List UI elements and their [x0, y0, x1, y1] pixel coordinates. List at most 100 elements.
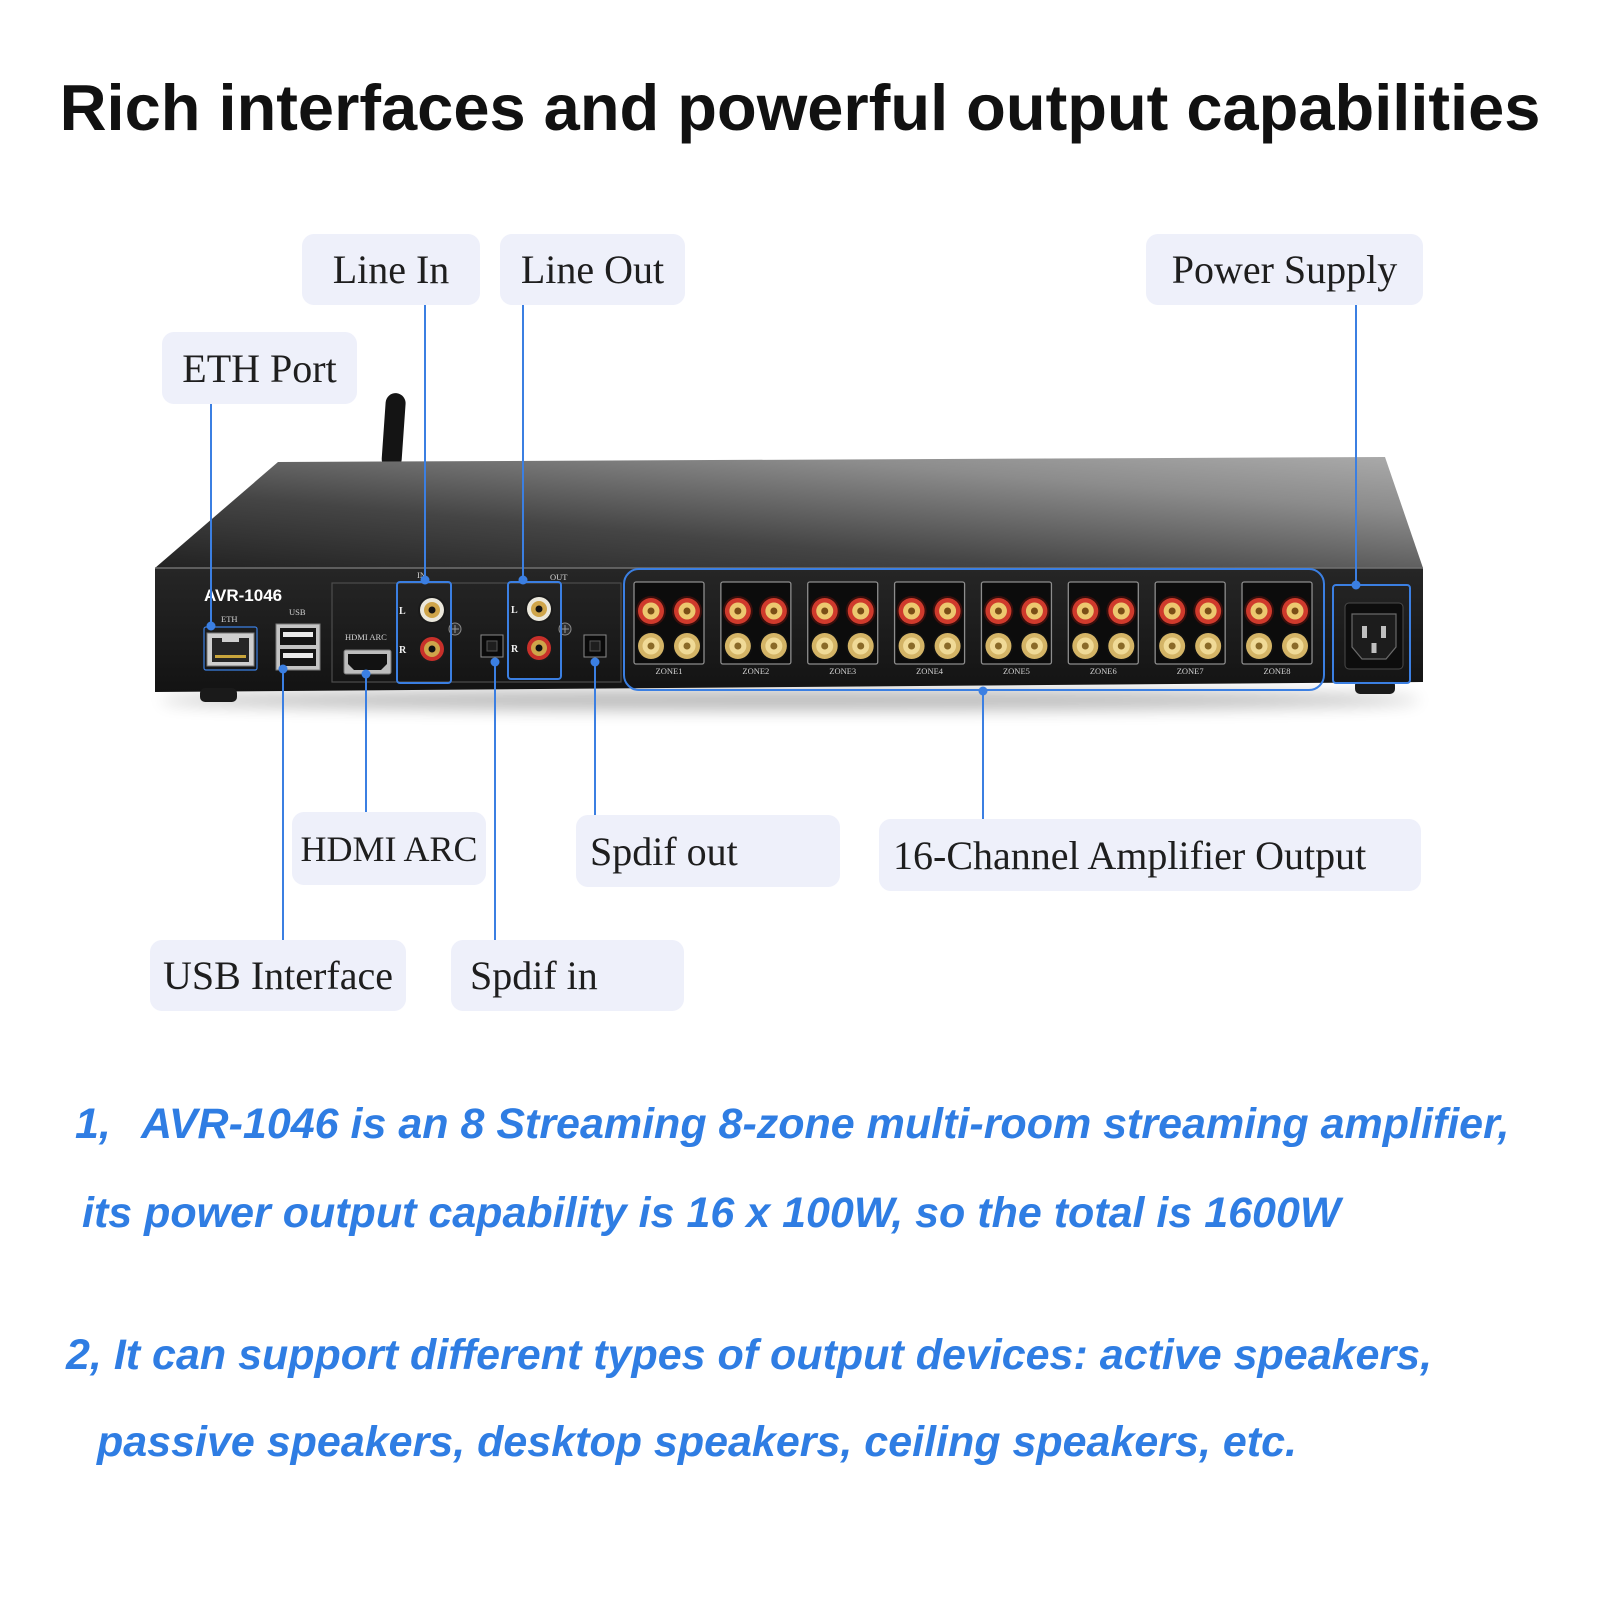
binding-post-red [896, 596, 927, 626]
dot-spdif-out [590, 657, 600, 667]
leader-dots [206, 575, 1361, 696]
zone-block: ZONE2 [720, 581, 792, 676]
zone-block: ZONE8 [1241, 581, 1313, 676]
binding-post-gold [636, 631, 666, 661]
rca-jack-out-left [525, 595, 553, 623]
rca-jack-out-right [525, 634, 553, 662]
out-left-label: L [511, 605, 518, 616]
feature-1-line-1: AVR-1046 is an 8 Streaming 8-zone multi-… [141, 1100, 1510, 1148]
callout-amp-output: 16-Channel Amplifier Output [879, 819, 1421, 891]
spdif-out-port [583, 634, 607, 658]
hdmi-port-label: HDMI ARC [345, 632, 387, 642]
dot-line-out [518, 575, 528, 585]
zone-label: ZONE6 [1090, 666, 1117, 676]
frame-power [1332, 584, 1411, 684]
zone-label: ZONE5 [1003, 666, 1030, 676]
callout-eth-port: ETH Port [162, 332, 357, 404]
dot-amp-output [978, 686, 988, 696]
binding-post-gold [932, 631, 963, 661]
binding-post-gold [1244, 631, 1275, 661]
callout-leaders [210, 305, 1357, 940]
line-in-label: IN [417, 570, 426, 580]
zone-label: ZONE7 [1177, 666, 1204, 676]
dot-spdif-in [490, 657, 500, 667]
zone-block: ZONE6 [1067, 581, 1139, 676]
usb-port-label: USB [289, 607, 306, 617]
eth-port [206, 632, 255, 667]
binding-post-red [932, 596, 963, 626]
dot-usb [278, 664, 288, 674]
feature-2-line-1: 2, It can support different types of out… [66, 1329, 1432, 1381]
model-label: AVR-1046 [204, 586, 282, 605]
hdmi-port [343, 649, 392, 675]
binding-post-red [1070, 596, 1101, 626]
zone-label: ZONE8 [1264, 666, 1291, 676]
zone-block: ZONE7 [1154, 581, 1226, 676]
eth-port-label: ETH [221, 614, 238, 624]
usb-ports [275, 623, 321, 671]
dot-hdmi [361, 669, 371, 679]
rca-jack-in-left [418, 596, 446, 624]
binding-post-gold [1106, 631, 1137, 661]
feature-1-number: 1, [75, 1100, 111, 1148]
line-out-label: OUT [550, 572, 568, 582]
frame-line-out [507, 581, 562, 680]
binding-post-gold [1157, 631, 1188, 661]
rca-jack-in-right [418, 635, 446, 663]
zone-block: ZONE4 [893, 581, 966, 676]
binding-post-red [636, 596, 666, 626]
zone-block: ZONE5 [980, 581, 1053, 676]
binding-post-gold [1280, 631, 1311, 661]
binding-post-gold [983, 631, 1014, 661]
dot-eth [206, 621, 216, 631]
out-right-label: R [511, 644, 519, 655]
highlight-frames [203, 568, 1411, 691]
io-panel-outline [331, 582, 622, 683]
callout-spdif-in: Spdif in [451, 940, 684, 1011]
in-right-label: R [399, 645, 407, 656]
antenna [381, 393, 406, 470]
binding-post-gold [758, 631, 789, 661]
frame-eth [203, 626, 258, 671]
callout-hdmi-arc: HDMI ARC [292, 812, 486, 885]
feature-2-text: It can support different types of output… [113, 1331, 1433, 1379]
zone-label: ZONE3 [829, 666, 856, 676]
power-inlet [1344, 602, 1404, 670]
device-foot-left [200, 688, 237, 702]
zone-block: ZONE3 [807, 581, 879, 676]
device-shadow [160, 690, 1420, 710]
callout-usb-interface: USB Interface [150, 940, 406, 1011]
binding-post-red [1106, 596, 1137, 626]
binding-post-gold [1019, 631, 1050, 661]
callout-line-out: Line Out [500, 234, 685, 305]
callout-line-in: Line In [302, 234, 480, 305]
callout-power-supply: Power Supply [1146, 234, 1423, 305]
binding-post-red [672, 596, 702, 626]
zone-label: ZONE2 [742, 666, 769, 676]
feature-2-number: 2, [66, 1331, 102, 1379]
binding-post-gold [722, 631, 753, 661]
binding-post-red [1193, 596, 1224, 626]
binding-post-red [758, 596, 789, 626]
binding-post-gold [896, 631, 927, 661]
binding-post-red [1244, 596, 1275, 626]
dot-power [1351, 580, 1361, 590]
dot-line-in [420, 575, 430, 585]
zone-label: ZONE1 [656, 666, 683, 676]
spdif-in-port [480, 634, 504, 658]
binding-post-gold [809, 631, 840, 661]
feature-1-line-2: its power output capability is 16 x 100W… [82, 1189, 1341, 1237]
binding-post-red [809, 596, 840, 626]
binding-post-red [1019, 596, 1050, 626]
binding-post-red [1280, 596, 1311, 626]
binding-post-red [722, 596, 753, 626]
binding-post-red [845, 596, 876, 626]
binding-post-gold [845, 631, 876, 661]
callout-spdif-out: Spdif out [576, 815, 840, 887]
in-left-label: L [399, 606, 406, 617]
binding-post-red [983, 596, 1014, 626]
feature-2-line-2: passive speakers, desktop speakers, ceil… [97, 1418, 1297, 1466]
frame-zones [623, 568, 1325, 691]
